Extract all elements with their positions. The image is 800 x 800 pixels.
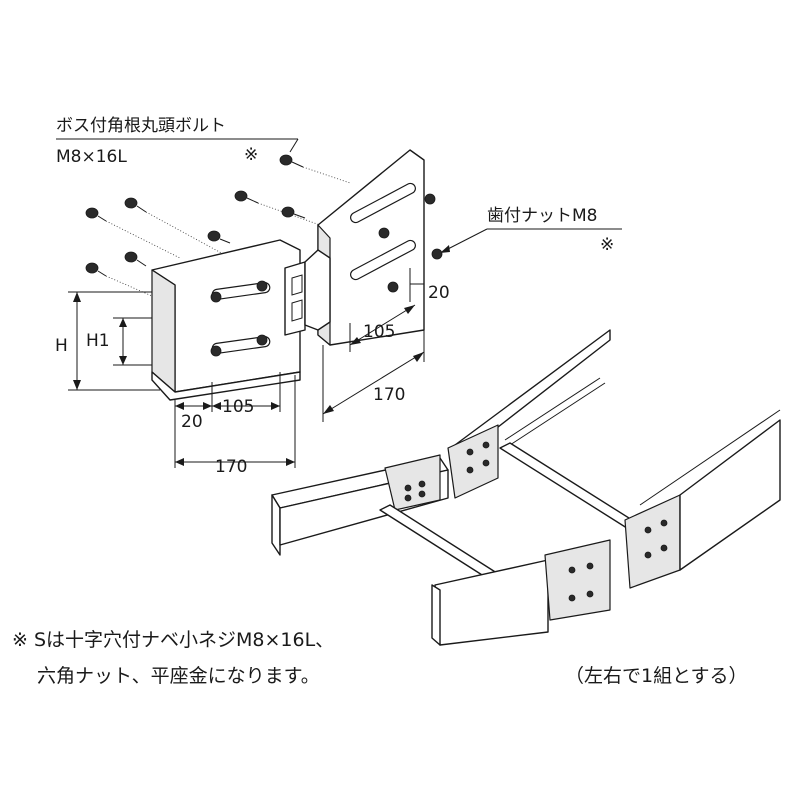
lower-front-splice: [544, 539, 611, 621]
bolt-icon: [279, 154, 351, 184]
right-splice-plate: [304, 149, 443, 346]
height-dimensions: H H1: [55, 291, 160, 391]
nut-icon: [431, 248, 443, 260]
bolt-icon: [207, 230, 231, 244]
ladder-rung: [379, 504, 501, 581]
right-plate-slot-lower: [350, 239, 416, 281]
bolt-callout: ボス付角根丸頭ボルト M8×16L ※: [56, 116, 299, 167]
left-hinge-leaf: [284, 261, 306, 336]
dim-170-right: 170: [373, 385, 405, 405]
right-plate-slot-upper: [350, 182, 416, 224]
dim-h: H: [55, 336, 68, 356]
bolt-mark: ※: [244, 145, 258, 165]
bolt-icon: [85, 207, 181, 259]
bolt-icon: [124, 251, 147, 267]
bolt-size-label: M8×16L: [56, 147, 127, 167]
footnote-line-1: ※ Sは十字穴付ナベ小ネジM8×16L、: [12, 629, 335, 651]
bolt-icon: [85, 262, 176, 307]
upper-hinge-splice: [447, 424, 499, 499]
dim-20-left: 20: [181, 412, 203, 432]
nut-callout: 歯付ナットM8 ※: [440, 206, 622, 255]
left-width-dimensions: 20 105 170: [174, 372, 296, 477]
ladder-rung: [499, 442, 641, 531]
front-rail-web: [434, 559, 549, 646]
bolt-icon: [124, 197, 226, 256]
nut-icon: [424, 193, 436, 205]
dim-170-left: 170: [215, 457, 247, 477]
footnote-line-2: 六角ナット、平座金になります。: [37, 665, 320, 687]
lower-left-splice: [384, 454, 441, 511]
cable-ladder-assembly: [271, 329, 781, 646]
right-branch-rail: [679, 419, 781, 571]
nut-mark: ※: [600, 235, 614, 255]
left-splice-plate: [151, 239, 306, 401]
bolt-icon: [256, 280, 268, 292]
nut-leader-arrow: [440, 245, 450, 253]
dim-20-right: 20: [428, 283, 450, 303]
left-rail-end: [271, 494, 281, 556]
bolt-name-label: ボス付角根丸頭ボルト: [56, 116, 226, 136]
bolt-leader-line: [289, 138, 299, 153]
pair-note: （左右で1組とする）: [565, 665, 748, 687]
right-width-dimensions: 20 105 170: [322, 265, 450, 422]
left-plate-lip: [151, 371, 301, 401]
loose-bolts-left: [85, 154, 351, 307]
dim-h1: H1: [86, 331, 110, 351]
right-hinge-leaf: [304, 249, 331, 331]
bolt-icon: [210, 345, 222, 357]
dim-105-right: 105: [363, 322, 395, 342]
bolt-icon: [281, 206, 306, 219]
bolt-icon: [210, 291, 222, 303]
dim-105-left: 105: [222, 397, 254, 417]
right-hinge-splice: [624, 494, 681, 589]
bolt-icon: [378, 227, 390, 239]
nut-icon: [387, 281, 399, 293]
left-hinge-knuckle: [291, 274, 303, 296]
left-hinge-knuckle: [291, 299, 303, 322]
front-rail-end: [431, 584, 441, 646]
nut-leader-line: [443, 228, 488, 252]
nut-name-label: 歯付ナットM8: [487, 206, 597, 226]
left-plate-flange: [151, 269, 176, 393]
bolt-icon: [256, 334, 268, 346]
bolt-icon: [234, 190, 321, 226]
